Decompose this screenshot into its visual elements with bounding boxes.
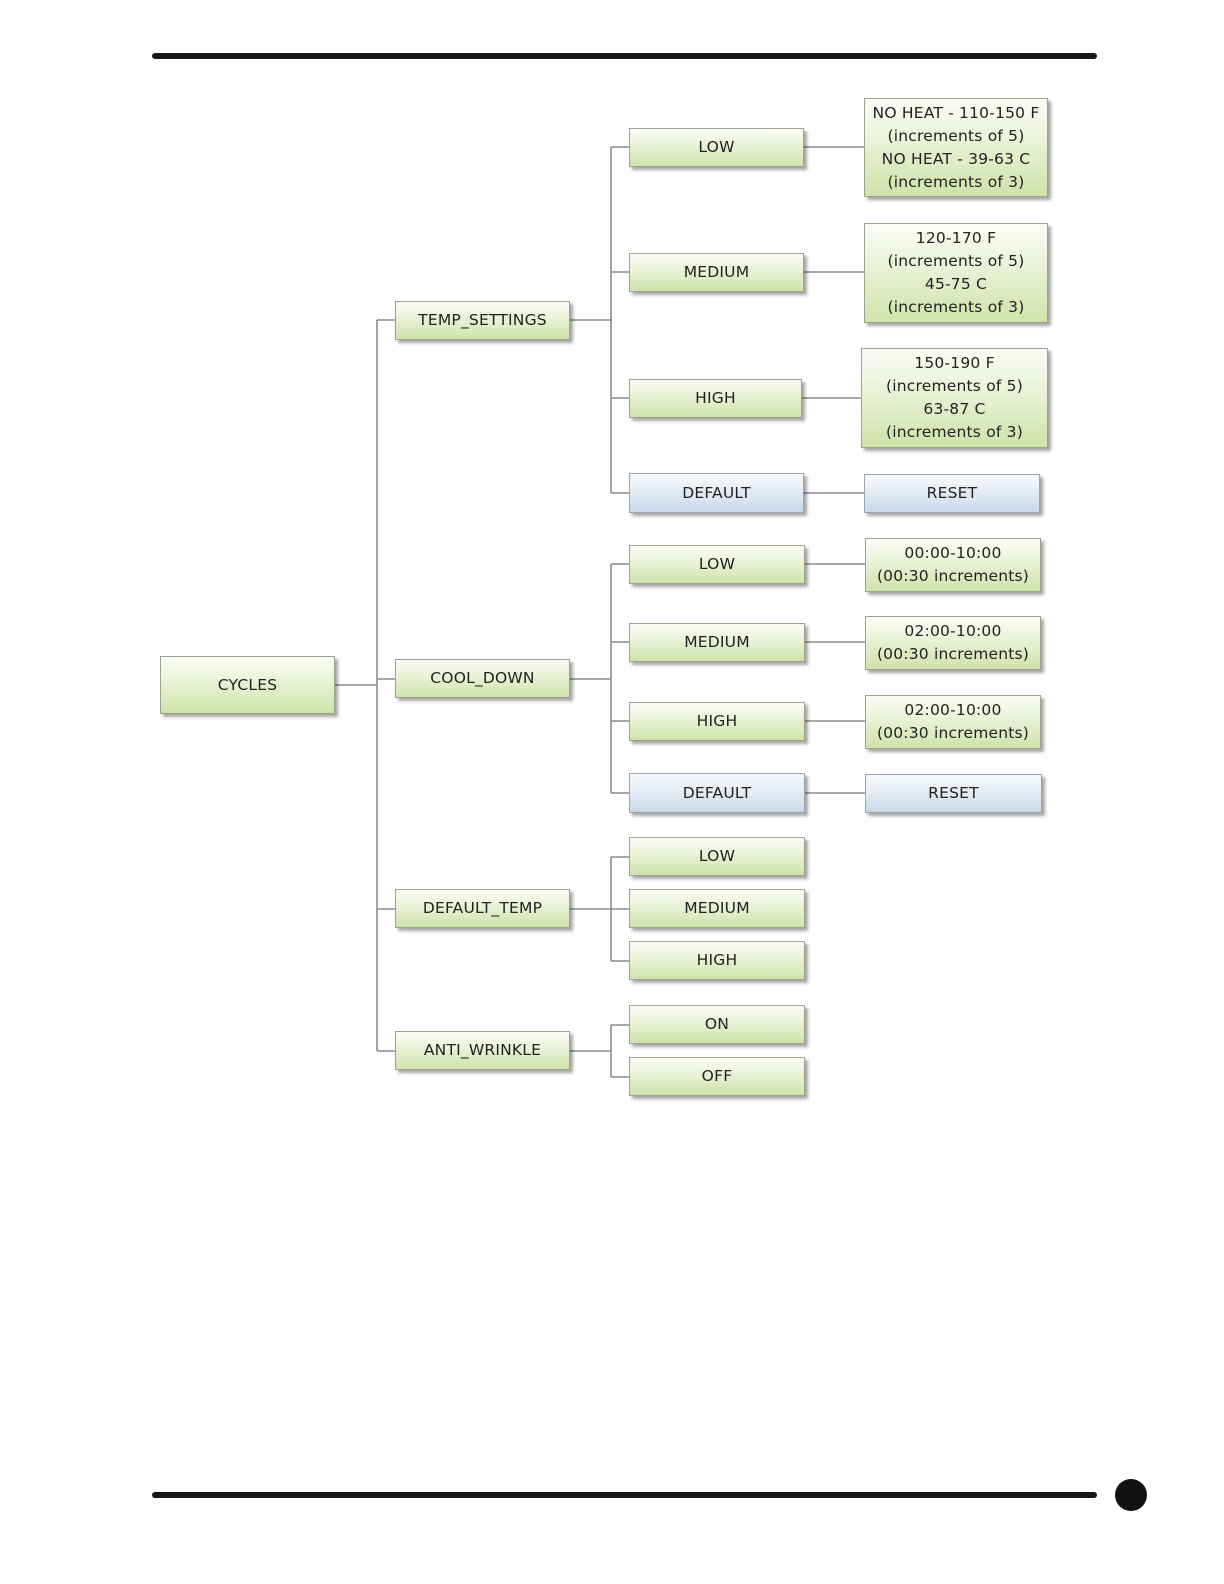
node-default-low-label: LOW xyxy=(698,847,736,865)
node-default-low: LOW xyxy=(629,837,805,876)
temp-medium-range-line-4: (increments of 3) xyxy=(887,298,1025,316)
node-cool-low: LOW xyxy=(629,545,805,584)
node-default-temp: DEFAULT_TEMP xyxy=(395,889,570,928)
node-temp-default: DEFAULT xyxy=(629,473,804,513)
node-cool-medium-range: 02:00-10:00 (00:30 increments) xyxy=(865,616,1041,670)
node-temp-medium: MEDIUM xyxy=(629,253,804,292)
node-temp-high: HIGH xyxy=(629,379,802,418)
node-temp-high-label: HIGH xyxy=(695,389,736,407)
node-anti-wrinkle-label: ANTI_WRINKLE xyxy=(423,1041,542,1059)
top-rule xyxy=(152,53,1097,59)
node-cool-down: COOL_DOWN xyxy=(395,659,570,698)
node-default-medium-label: MEDIUM xyxy=(684,899,750,917)
node-temp-low: LOW xyxy=(629,128,804,167)
node-cool-default-label: DEFAULT xyxy=(682,783,752,802)
node-cool-high-label: HIGH xyxy=(696,712,738,730)
node-anti-wrinkle-off-label: OFF xyxy=(701,1067,733,1085)
node-anti-wrinkle: ANTI_WRINKLE xyxy=(395,1031,570,1070)
cool-low-range-line-1: 00:00-10:00 xyxy=(904,544,1002,562)
node-default-medium: MEDIUM xyxy=(629,889,805,928)
node-cool-medium: MEDIUM xyxy=(629,623,805,662)
node-cool-high-range: 02:00-10:00 (00:30 increments) xyxy=(865,695,1041,749)
node-cool-down-label: COOL_DOWN xyxy=(430,669,535,687)
node-temp-reset: RESET xyxy=(864,474,1040,513)
cool-high-range-line-1: 02:00-10:00 xyxy=(904,701,1002,719)
temp-low-range-line-1: NO HEAT - 110-150 F xyxy=(872,103,1040,122)
temp-low-range-line-4: (increments of 3) xyxy=(887,172,1025,191)
node-default-temp-label: DEFAULT_TEMP xyxy=(422,899,543,917)
temp-low-range-line-3: NO HEAT - 39-63 C xyxy=(881,149,1031,168)
node-cool-reset: RESET xyxy=(865,774,1042,813)
node-cool-low-label: LOW xyxy=(698,555,736,573)
node-cycles-label: CYCLES xyxy=(217,675,278,694)
node-anti-wrinkle-off: OFF xyxy=(629,1057,805,1096)
node-cool-medium-label: MEDIUM xyxy=(684,633,750,651)
node-default-high: HIGH xyxy=(629,941,805,980)
node-anti-wrinkle-on: ON xyxy=(629,1005,805,1044)
node-temp-low-label: LOW xyxy=(698,138,735,156)
node-anti-wrinkle-on-label: ON xyxy=(704,1015,730,1033)
node-temp-default-label: DEFAULT xyxy=(682,483,751,502)
temp-high-range-line-2: (increments of 5) xyxy=(886,377,1023,395)
node-temp-high-range: 150-190 F (increments of 5) 63-87 C (inc… xyxy=(861,348,1048,448)
node-default-high-label: HIGH xyxy=(696,951,738,969)
page-marker-dot xyxy=(1115,1479,1147,1511)
node-cool-low-range: 00:00-10:00 (00:30 increments) xyxy=(865,538,1041,592)
node-cool-high: HIGH xyxy=(629,702,805,741)
temp-high-range-line-1: 150-190 F xyxy=(914,354,995,372)
node-temp-settings: TEMP_SETTINGS xyxy=(395,301,570,340)
cool-medium-range-line-1: 02:00-10:00 xyxy=(904,622,1002,640)
temp-medium-range-line-1: 120-170 F xyxy=(915,229,997,247)
node-temp-medium-range: 120-170 F (increments of 5) 45-75 C (inc… xyxy=(864,223,1048,323)
node-cycles: CYCLES xyxy=(160,656,335,714)
node-temp-low-range: NO HEAT - 110-150 F (increments of 5) NO… xyxy=(864,98,1048,197)
node-cool-default: DEFAULT xyxy=(629,773,805,813)
temp-medium-range-line-3: 45-75 C xyxy=(924,275,988,293)
node-temp-medium-label: MEDIUM xyxy=(683,263,750,281)
cool-medium-range-line-2: (00:30 increments) xyxy=(876,645,1030,663)
node-temp-settings-label: TEMP_SETTINGS xyxy=(418,311,547,329)
temp-medium-range-line-2: (increments of 5) xyxy=(887,252,1025,270)
bottom-rule xyxy=(152,1492,1097,1498)
temp-high-range-line-3: 63-87 C xyxy=(923,400,986,418)
temp-high-range-line-4: (increments of 3) xyxy=(886,423,1023,441)
cool-high-range-line-2: (00:30 increments) xyxy=(876,724,1030,742)
cool-low-range-line-2: (00:30 increments) xyxy=(876,567,1030,585)
node-temp-reset-label: RESET xyxy=(926,484,978,502)
temp-low-range-line-2: (increments of 5) xyxy=(887,126,1025,145)
node-cool-reset-label: RESET xyxy=(928,784,979,802)
